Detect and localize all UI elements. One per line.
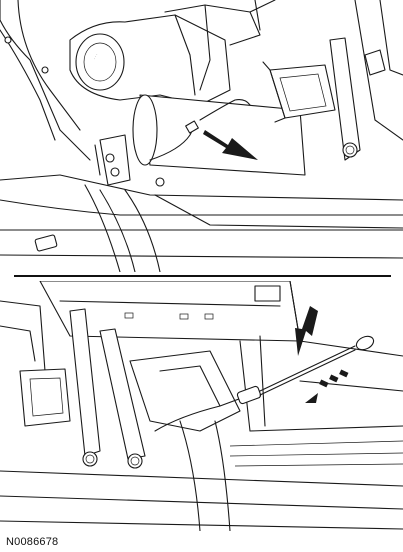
selector-housing xyxy=(129,350,241,432)
bolt-center xyxy=(127,453,143,469)
panel-top-view: · · · xyxy=(0,0,403,272)
arrow-dashed-icon xyxy=(305,369,349,403)
svg-text:· · ·: · · · xyxy=(92,53,99,61)
panel-bottom-view xyxy=(0,281,403,531)
shift-cable-bottom xyxy=(154,392,256,432)
arrow-solid-icon xyxy=(295,306,318,356)
slot xyxy=(34,234,58,252)
cable-clip xyxy=(185,120,199,134)
shift-cable xyxy=(149,124,196,161)
air-duct-left xyxy=(19,368,71,427)
cable-adjuster xyxy=(236,385,262,405)
bolt-left xyxy=(82,451,98,467)
column-mechanism xyxy=(99,134,131,186)
dash-outline xyxy=(0,0,91,161)
figure-id-label: N0086678 xyxy=(6,536,59,548)
cable-end xyxy=(355,335,375,351)
ignition-lock xyxy=(75,33,125,91)
brace-left xyxy=(69,308,101,457)
bracket-arm xyxy=(329,37,361,161)
panel-divider xyxy=(14,275,391,277)
top-illustration: · · · xyxy=(0,0,403,272)
bolt-right xyxy=(342,142,358,158)
arrow-solid-icon xyxy=(203,130,258,160)
bottom-illustration xyxy=(0,281,403,531)
brace-center xyxy=(99,328,146,460)
